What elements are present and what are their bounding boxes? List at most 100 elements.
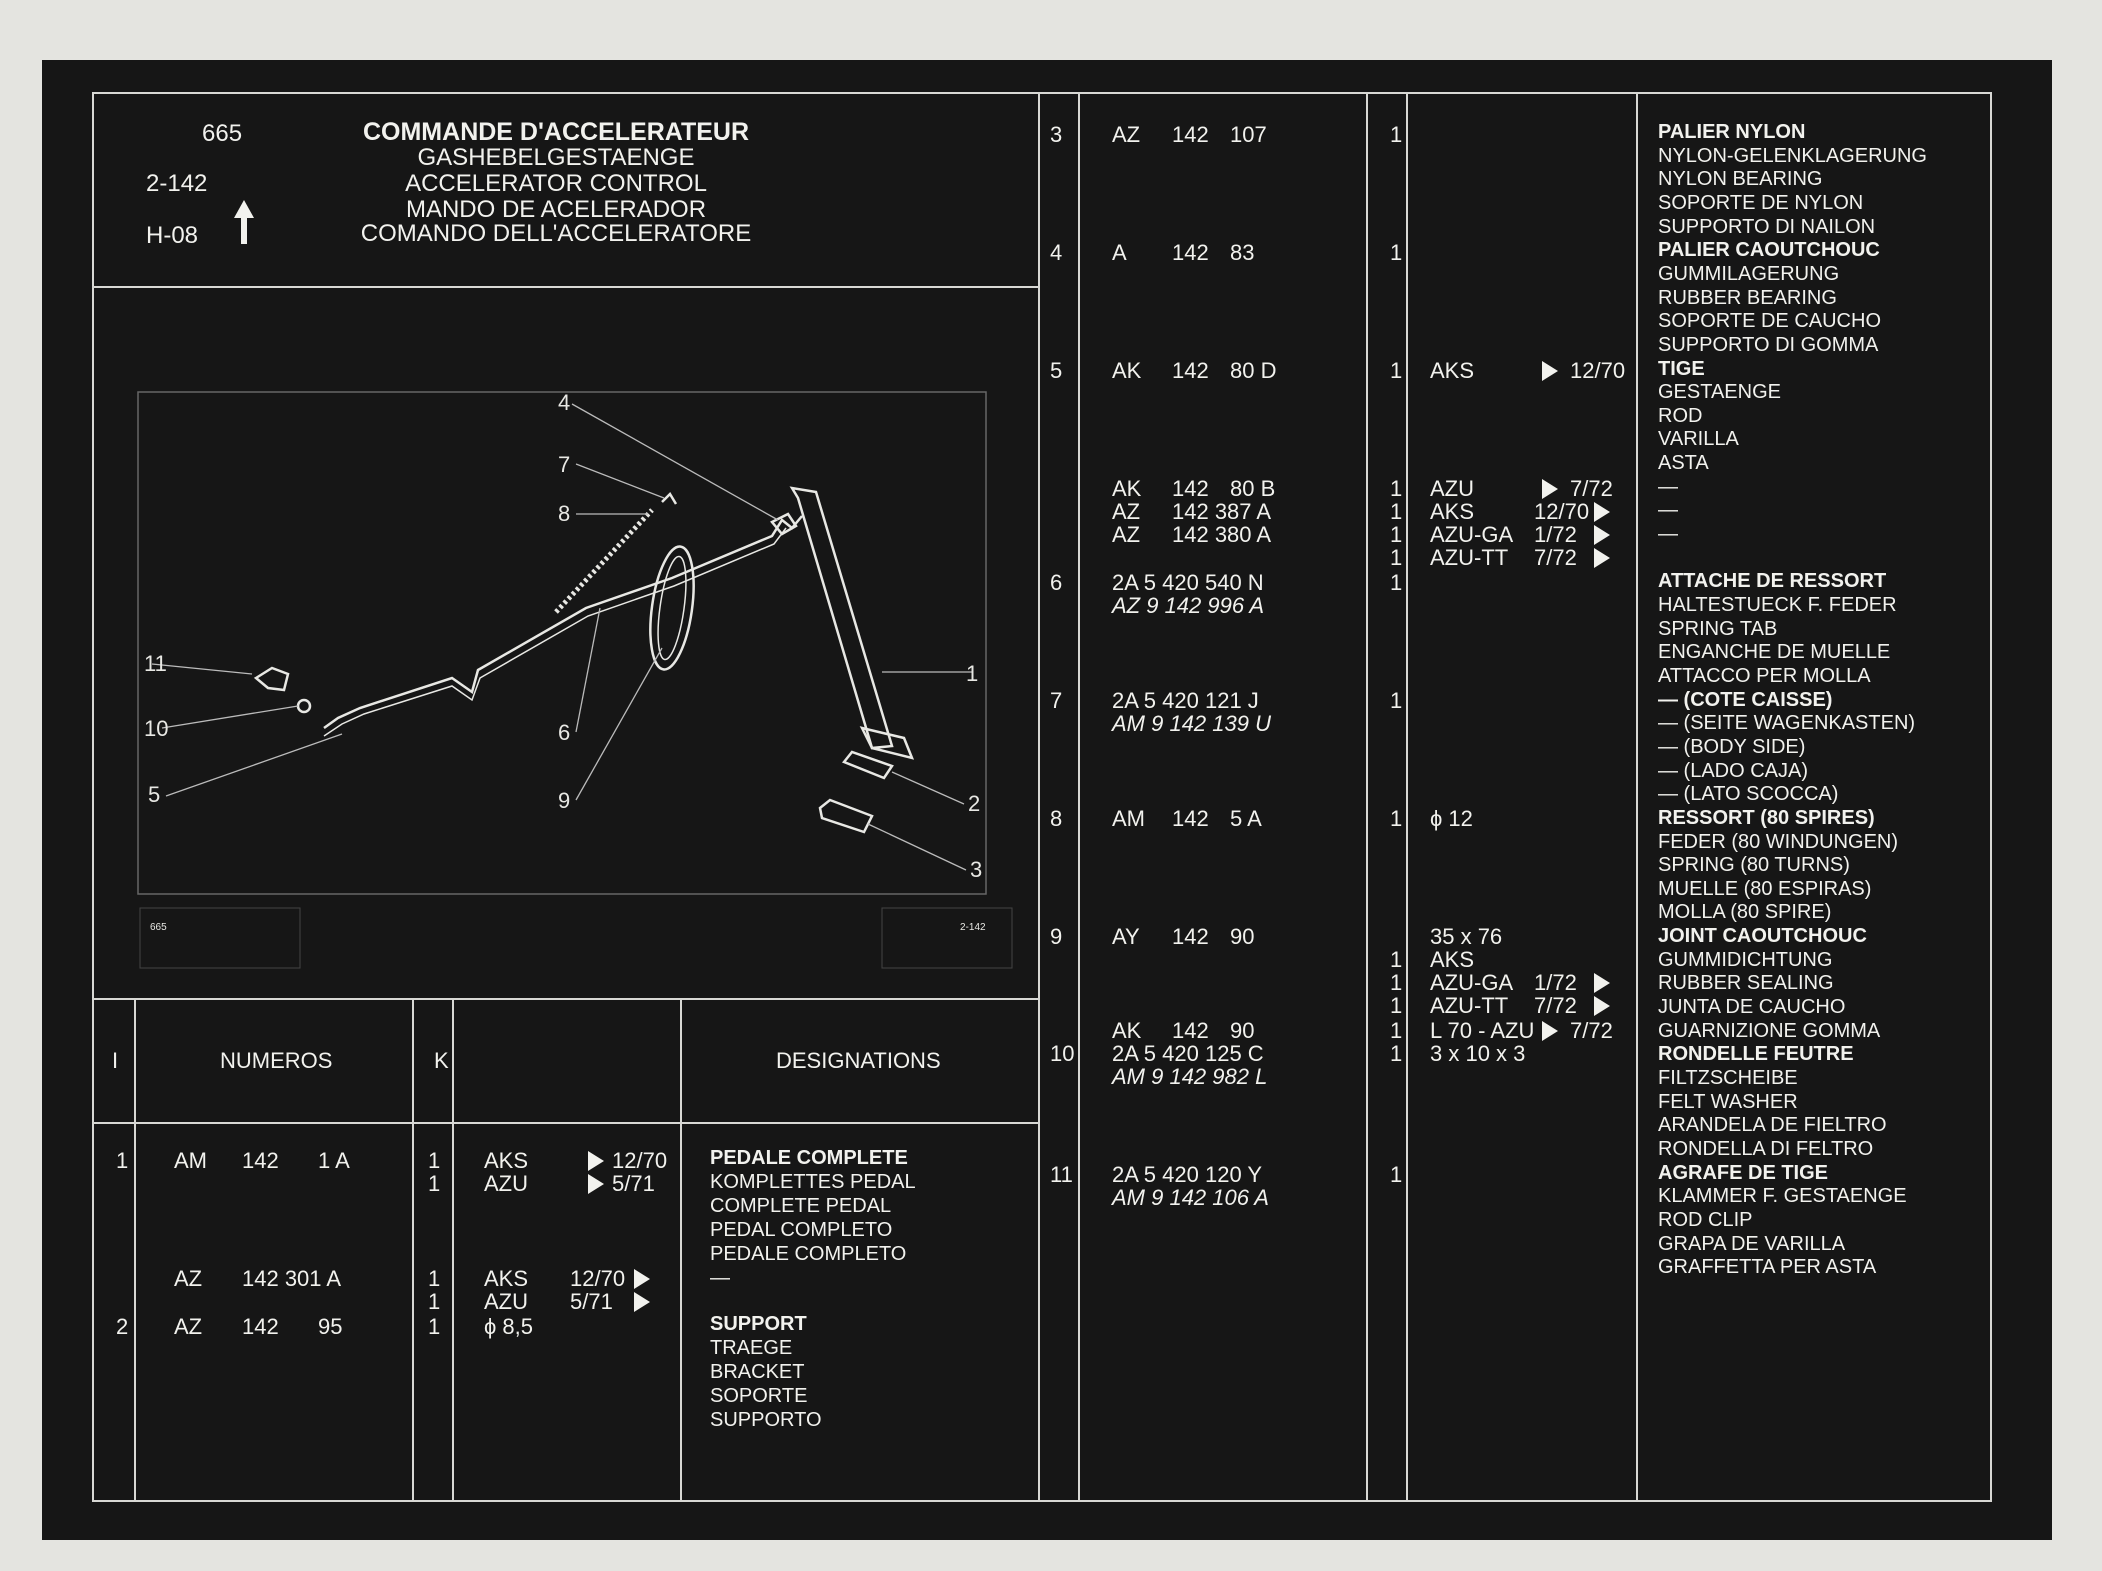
callout-6: 6 [558, 720, 570, 745]
right-designation-line: MUELLE (80 ESPIRAS) [1658, 877, 1872, 900]
right-row-date: 1/72 [1534, 522, 1577, 547]
right-row-i: 4 [1050, 240, 1063, 265]
corner-box-left [139, 907, 301, 969]
right-row-i: 10 [1050, 1041, 1075, 1066]
date-arrow-icon [1542, 479, 1558, 499]
callout-4: 4 [558, 390, 570, 415]
right-row-note: AZU-GA [1430, 970, 1514, 995]
right-row-prefix: AM 9 142 139 U [1112, 711, 1271, 736]
left-row-num: 95 [318, 1314, 343, 1339]
right-designation-line: FELT WASHER [1658, 1090, 1798, 1113]
right-row-num: 83 [1230, 240, 1255, 265]
title-line-3: ACCELERATOR CONTROL [405, 170, 707, 197]
left-designation-line: — [710, 1267, 730, 1289]
title-line-5: COMANDO DELL'ACCELERATORE [360, 220, 752, 247]
right-designation-line: SPRING (80 TURNS) [1658, 854, 1850, 877]
right-designation-line: RUBBER SEALING [1658, 972, 1834, 995]
right-row-i: 7 [1050, 688, 1063, 713]
right-designation-line: — (COTE CAISSE) [1658, 688, 1833, 711]
up-arrow-icon [234, 200, 254, 218]
left-designation-line: PEDALE COMPLETE [710, 1147, 908, 1169]
left-row-i: 2 [116, 1314, 129, 1339]
right-row-i: 11 [1050, 1162, 1073, 1187]
right-row-prefix: AZ [1112, 122, 1141, 147]
right-row-num: 5 A [1230, 806, 1262, 831]
right-designation-line: — (LATO SCOCCA) [1658, 783, 1839, 806]
right-row-prefix: AM 9 142 106 A [1112, 1185, 1269, 1210]
title-line-2: GASHEBELGESTAENGE [417, 144, 695, 171]
right-row-i: 9 [1050, 924, 1063, 949]
right-row-group: 142 [1172, 806, 1209, 831]
right-designation-line: ARANDELA DE FIELTRO [1658, 1114, 1887, 1137]
right-row-prefix: AZ 9 142 996 A [1112, 593, 1265, 618]
right-row-note: AKS [1430, 358, 1475, 383]
right-designation-line: SPRING TAB [1658, 617, 1778, 640]
left-row-i: 1 [116, 1148, 129, 1173]
right-row-date: 7/72 [1534, 545, 1577, 570]
right-row-note: 35 x 76 [1430, 924, 1503, 949]
right-designation-line: — [1658, 523, 1678, 546]
right-row-prefix: AK [1112, 1018, 1142, 1043]
date-arrow-icon [1594, 525, 1610, 545]
right-row-note: ϕ 12 [1430, 806, 1473, 831]
right-designation-line: PALIER NYLON [1658, 121, 1806, 143]
right-designation-line: — [1658, 499, 1678, 522]
callout-11: 11 [144, 651, 167, 676]
right-designation-line: — [1658, 475, 1678, 498]
reference-code: H-08 [146, 222, 199, 249]
right-row-note: AKS [1430, 499, 1475, 524]
left-designation-line: KOMPLETTES PEDAL [710, 1171, 916, 1193]
title-line-4: MANDO DE ACELERADOR [405, 196, 707, 223]
right-row-prefix: AM 9 142 982 L [1112, 1064, 1268, 1089]
callout-leaders [151, 403, 972, 871]
exploded-diagram: 1 2 3 4 5 6 7 8 9 10 11 665 2-142 [137, 390, 1013, 969]
right-designation-line: SOPORTE DE CAUCHO [1658, 310, 1881, 333]
date-arrow-icon [1594, 973, 1610, 993]
diagram-border [137, 391, 987, 895]
left-row-prefix: AM [174, 1148, 207, 1173]
right-designation-line: RUBBER BEARING [1658, 286, 1837, 309]
right-row-note: AZU-GA [1430, 522, 1514, 547]
right-row-qty: 1 [1390, 1041, 1403, 1066]
right-row-group: 142 [1172, 358, 1209, 383]
right-row-prefix: 2A 5 420 125 C [1112, 1041, 1264, 1066]
right-row-prefix: AM [1112, 806, 1145, 831]
right-row-num: 107 [1230, 122, 1267, 147]
left-row-group: 142 [242, 1148, 279, 1173]
right-row-qty: 1 [1390, 970, 1403, 995]
divider-left-desig [680, 998, 682, 1502]
right-designation-line: GUARNIZIONE GOMMA [1658, 1019, 1881, 1042]
right-row-group: 142 [1172, 924, 1209, 949]
col-head-k: K [434, 1048, 449, 1073]
col-head-numeros: NUMEROS [220, 1048, 333, 1073]
date-arrow-icon [1542, 361, 1558, 381]
right-designation-line: ROD [1658, 404, 1703, 427]
left-designation-line: SOPORTE [710, 1385, 808, 1407]
left-row-qty: 1 [428, 1171, 441, 1196]
right-row-i: 6 [1050, 570, 1063, 595]
bracket-3 [818, 798, 874, 834]
date-arrow-icon [634, 1292, 650, 1312]
left-row-qty: 1 [428, 1148, 441, 1173]
left-designation-line: PEDAL COMPLETO [710, 1219, 893, 1241]
right-row-qty: 1 [1390, 358, 1403, 383]
right-designation-line: GUMMIDICHTUNG [1658, 948, 1833, 971]
right-designation-line: PALIER CAOUTCHOUC [1658, 239, 1880, 262]
pedal-lever [789, 486, 894, 750]
left-designation-line: PEDALE COMPLETO [710, 1243, 907, 1265]
right-row-qty: 1 [1390, 688, 1403, 713]
corner-label-right: 2-142 [960, 922, 986, 933]
left-designation-line: TRAEGE [710, 1337, 793, 1359]
pedal-rod-assembly [253, 486, 915, 834]
left-designation-line: SUPPORTO [710, 1409, 822, 1431]
right-designation-line: ATTACCO PER MOLLA [1658, 664, 1871, 687]
right-row-note: AKS [1430, 947, 1475, 972]
callout-1: 1 [966, 661, 978, 686]
right-designation-line: FEDER (80 WINDUNGEN) [1658, 830, 1899, 853]
callout-8: 8 [558, 501, 570, 526]
divider-center [1038, 92, 1040, 1502]
outer-frame [92, 92, 1992, 1502]
up-arrow-stem [241, 216, 247, 244]
corner-label-left: 665 [150, 922, 167, 933]
rubber-seal [649, 545, 695, 671]
